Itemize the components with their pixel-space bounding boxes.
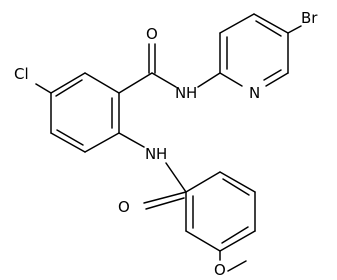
hydrogen-label-upper-amide: H: [186, 84, 197, 102]
hydrogen-label-lower-amide: H: [156, 145, 167, 163]
pyridine-ring: [219, 13, 302, 87]
c-cl-bond: [35, 83, 52, 94]
nitrogen-label-upper-amide: N: [175, 84, 186, 102]
oxygen-label-lower-amide: O: [118, 198, 130, 216]
methoxy-bonds: [219, 250, 247, 272]
oxygen-label-upper-amide: O: [146, 25, 158, 43]
anisole-ring: [185, 171, 256, 252]
oxygen-label-methoxy: O: [214, 261, 226, 279]
lower-amide-bonds: [118, 132, 187, 210]
upper-amide-bonds: [118, 43, 221, 94]
nitrogen-label-pyridine: N: [249, 84, 260, 102]
central-benzene-ring: [50, 72, 120, 153]
bromine-label: Br: [301, 9, 318, 27]
nitrogen-label-lower-amide: N: [145, 145, 156, 163]
chlorine-label: Cl: [14, 65, 29, 83]
